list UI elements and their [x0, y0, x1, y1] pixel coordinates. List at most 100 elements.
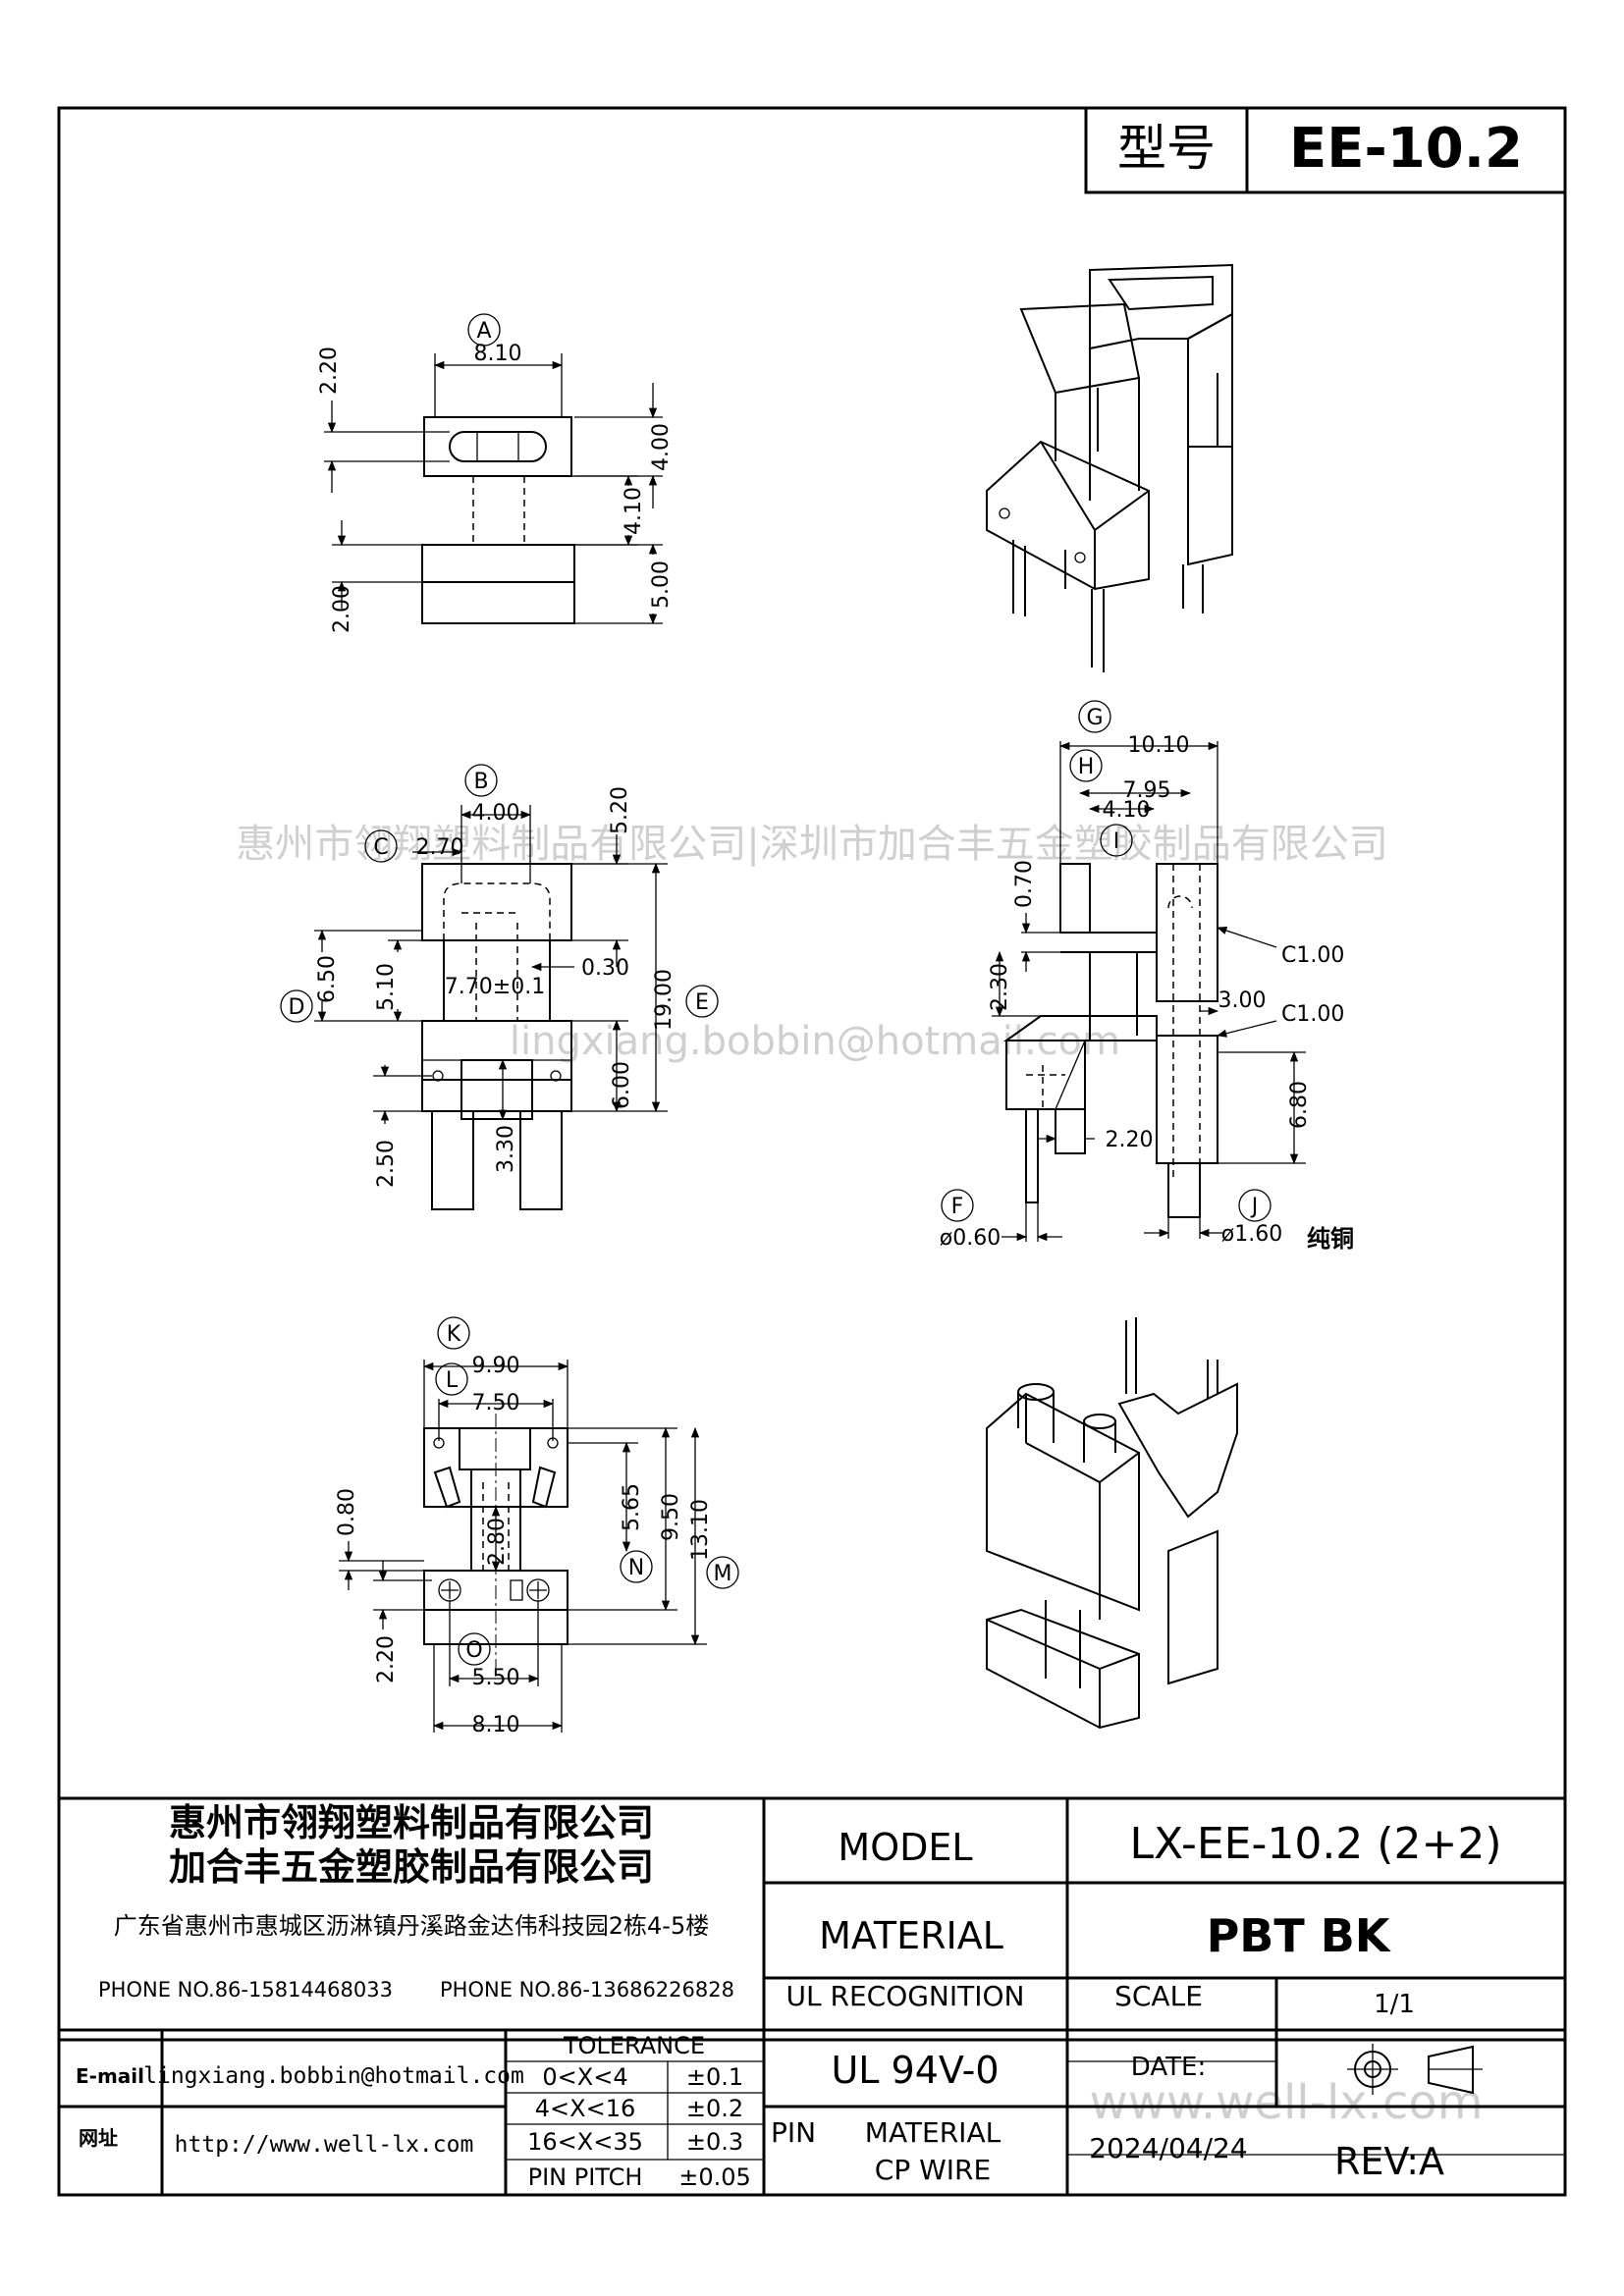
- callout-i: I: [1113, 829, 1120, 854]
- tolerance-header: TOLERANCE: [563, 2032, 705, 2059]
- scale-label: SCALE: [1114, 1980, 1203, 2012]
- iso-view-bottom: [986, 1317, 1238, 1730]
- callout-d: D: [289, 995, 305, 1020]
- pin-material-label-1: PIN: [771, 2116, 816, 2149]
- dim-2-30: 2.30: [988, 963, 1012, 1011]
- callout-a-circle: [467, 313, 501, 347]
- top-view: A 8.10 2.20 4.00 4.10: [317, 313, 674, 633]
- dim-a-8-10: 8.10: [474, 342, 522, 366]
- callout-o: O: [465, 1638, 482, 1663]
- dim-0-70: 0.70: [1012, 860, 1037, 908]
- ul-label: UL RECOGNITION: [786, 1980, 1025, 2012]
- date-value: 2024/04/24: [1089, 2132, 1247, 2164]
- callout-f: F: [951, 1195, 964, 1219]
- callout-h: H: [1078, 755, 1095, 779]
- callout-e: E: [695, 990, 709, 1015]
- callout-j: J: [1250, 1195, 1259, 1219]
- dim-6-80: 6.80: [1287, 1081, 1312, 1129]
- scale-value: 1/1: [1374, 1990, 1415, 2019]
- dim-o-5-50: 5.50: [472, 1666, 520, 1690]
- callout-l: L: [446, 1368, 459, 1393]
- web-value: http://www.well-lx.com: [175, 2132, 474, 2158]
- projection-symbol-icon: [1347, 2044, 1483, 2095]
- dim-g-10-10: 10.10: [1128, 733, 1190, 758]
- model-header-label: 型号: [1117, 120, 1216, 177]
- dim-c1-00-upper: C1.00: [1281, 943, 1344, 968]
- callout-a: A: [476, 319, 491, 344]
- material-label: MATERIAL: [819, 1914, 1003, 1957]
- email-value: lingxiang.bobbin@hotmail.com: [143, 2063, 524, 2089]
- web-label: 网址: [79, 2126, 118, 2150]
- dim-f-d0-60: ø0.60: [940, 1226, 1001, 1251]
- model-header-value: EE-10.2: [1289, 117, 1523, 181]
- dim-2-20-bottom: 2.20: [374, 1635, 399, 1683]
- dim-n-9-50: 9.50: [659, 1493, 683, 1541]
- dim-a-2-20: 2.20: [317, 347, 342, 395]
- watermark-website: www.well-lx.com: [1090, 2075, 1484, 2130]
- ul-value: UL 94V-0: [831, 2049, 999, 2092]
- tolerance-value-3: ±0.05: [678, 2163, 751, 2191]
- company-name-1: 惠州市翎翔塑料制品有限公司: [169, 1801, 654, 1844]
- dim-0-30: 0.30: [581, 956, 629, 981]
- dim-2-80: 2.80: [485, 1518, 510, 1566]
- callout-b: B: [473, 770, 488, 794]
- dim-c1-00-lower: C1.00: [1281, 1002, 1344, 1027]
- dim-7-70: 7.70±0.1: [445, 975, 545, 999]
- dim-c-2-70: 2.70: [416, 835, 464, 860]
- dim-m-13-10: 13.10: [688, 1499, 713, 1561]
- bottom-view: K L M N O 9.90 7.50: [335, 1316, 739, 1737]
- sheet-border: [57, 106, 1567, 2042]
- bottom-flange-outline: [421, 544, 575, 583]
- dim-a-5-00: 5.00: [649, 561, 674, 609]
- top-flange-outline: [423, 416, 572, 477]
- iso-view-top: [986, 263, 1233, 672]
- tolerance-range-0: 0<X<4: [542, 2063, 627, 2091]
- dim-a-4-10: 4.10: [622, 487, 646, 535]
- callout-k: K: [447, 1322, 461, 1347]
- dim-h-7-95: 7.95: [1123, 778, 1171, 803]
- dim-k-9-90: 9.90: [472, 1354, 520, 1378]
- tolerance-range-2: 16<X<35: [527, 2128, 643, 2156]
- side-view: G H I F J 10.10 7.95 4.10: [940, 700, 1354, 1253]
- top-slot: [449, 431, 547, 462]
- dim-d-6-50: 6.50: [315, 955, 340, 1003]
- phone-2: PHONE NO.86-13686226828: [440, 1978, 734, 2002]
- model-value: LX-EE-10.2 (2+2): [1130, 1819, 1502, 1869]
- watermark-company: 惠州市翎翔塑料制品有限公司|深圳市加合丰五金塑胶制品有限公司: [236, 822, 1387, 867]
- dim-3-30: 3.30: [494, 1125, 518, 1173]
- title-block-lower: [57, 2028, 1567, 2197]
- tolerance-value-0: ±0.1: [686, 2063, 743, 2091]
- phone-1: PHONE NO.86-15814468033: [98, 1978, 393, 2002]
- company-address: 广东省惠州市惠城区沥淋镇丹溪路金达伟科技园2栋4-5楼: [114, 1912, 709, 1940]
- model-label: MODEL: [838, 1826, 972, 1869]
- dim-a-4-00: 4.00: [649, 423, 674, 471]
- dim-5-20: 5.20: [608, 786, 632, 834]
- callout-c: C: [373, 835, 388, 860]
- email-label: E-mail: [76, 2064, 144, 2088]
- dim-2-20-side: 2.20: [1106, 1128, 1154, 1152]
- revision: REV:A: [1334, 2140, 1444, 2183]
- tolerance-range-1: 4<X<16: [535, 2095, 635, 2122]
- tolerance-value-2: ±0.3: [686, 2128, 743, 2156]
- dim-j-d1-60: ø1.60: [1221, 1222, 1282, 1247]
- front-view: B C D E 4.00 2.70 5.2: [280, 764, 719, 1210]
- callout-g: G: [1086, 706, 1103, 730]
- tolerance-value-1: ±0.2: [686, 2095, 743, 2122]
- date-label: DATE:: [1131, 2053, 1206, 2082]
- callout-m: M: [714, 1562, 732, 1586]
- dim-2-50: 2.50: [374, 1140, 399, 1188]
- dim-8-10-bottom: 8.10: [472, 1713, 520, 1737]
- dim-a-2-00: 2.00: [330, 585, 354, 633]
- callout-n: N: [628, 1556, 644, 1580]
- dim-5-65: 5.65: [620, 1483, 644, 1531]
- dim-0-80: 0.80: [335, 1488, 359, 1536]
- pin-note: 纯铜: [1307, 1225, 1354, 1253]
- dim-e-19-00: 19.00: [652, 969, 677, 1031]
- dim-5-10: 5.10: [374, 963, 399, 1011]
- tolerance-range-3: PIN PITCH: [528, 2163, 643, 2191]
- dim-l-7-50: 7.50: [472, 1391, 520, 1415]
- material-value: PBT BK: [1207, 1909, 1392, 1962]
- dim-b-4-00: 4.00: [472, 801, 520, 826]
- pin-material-value: CP WIRE: [875, 2154, 991, 2186]
